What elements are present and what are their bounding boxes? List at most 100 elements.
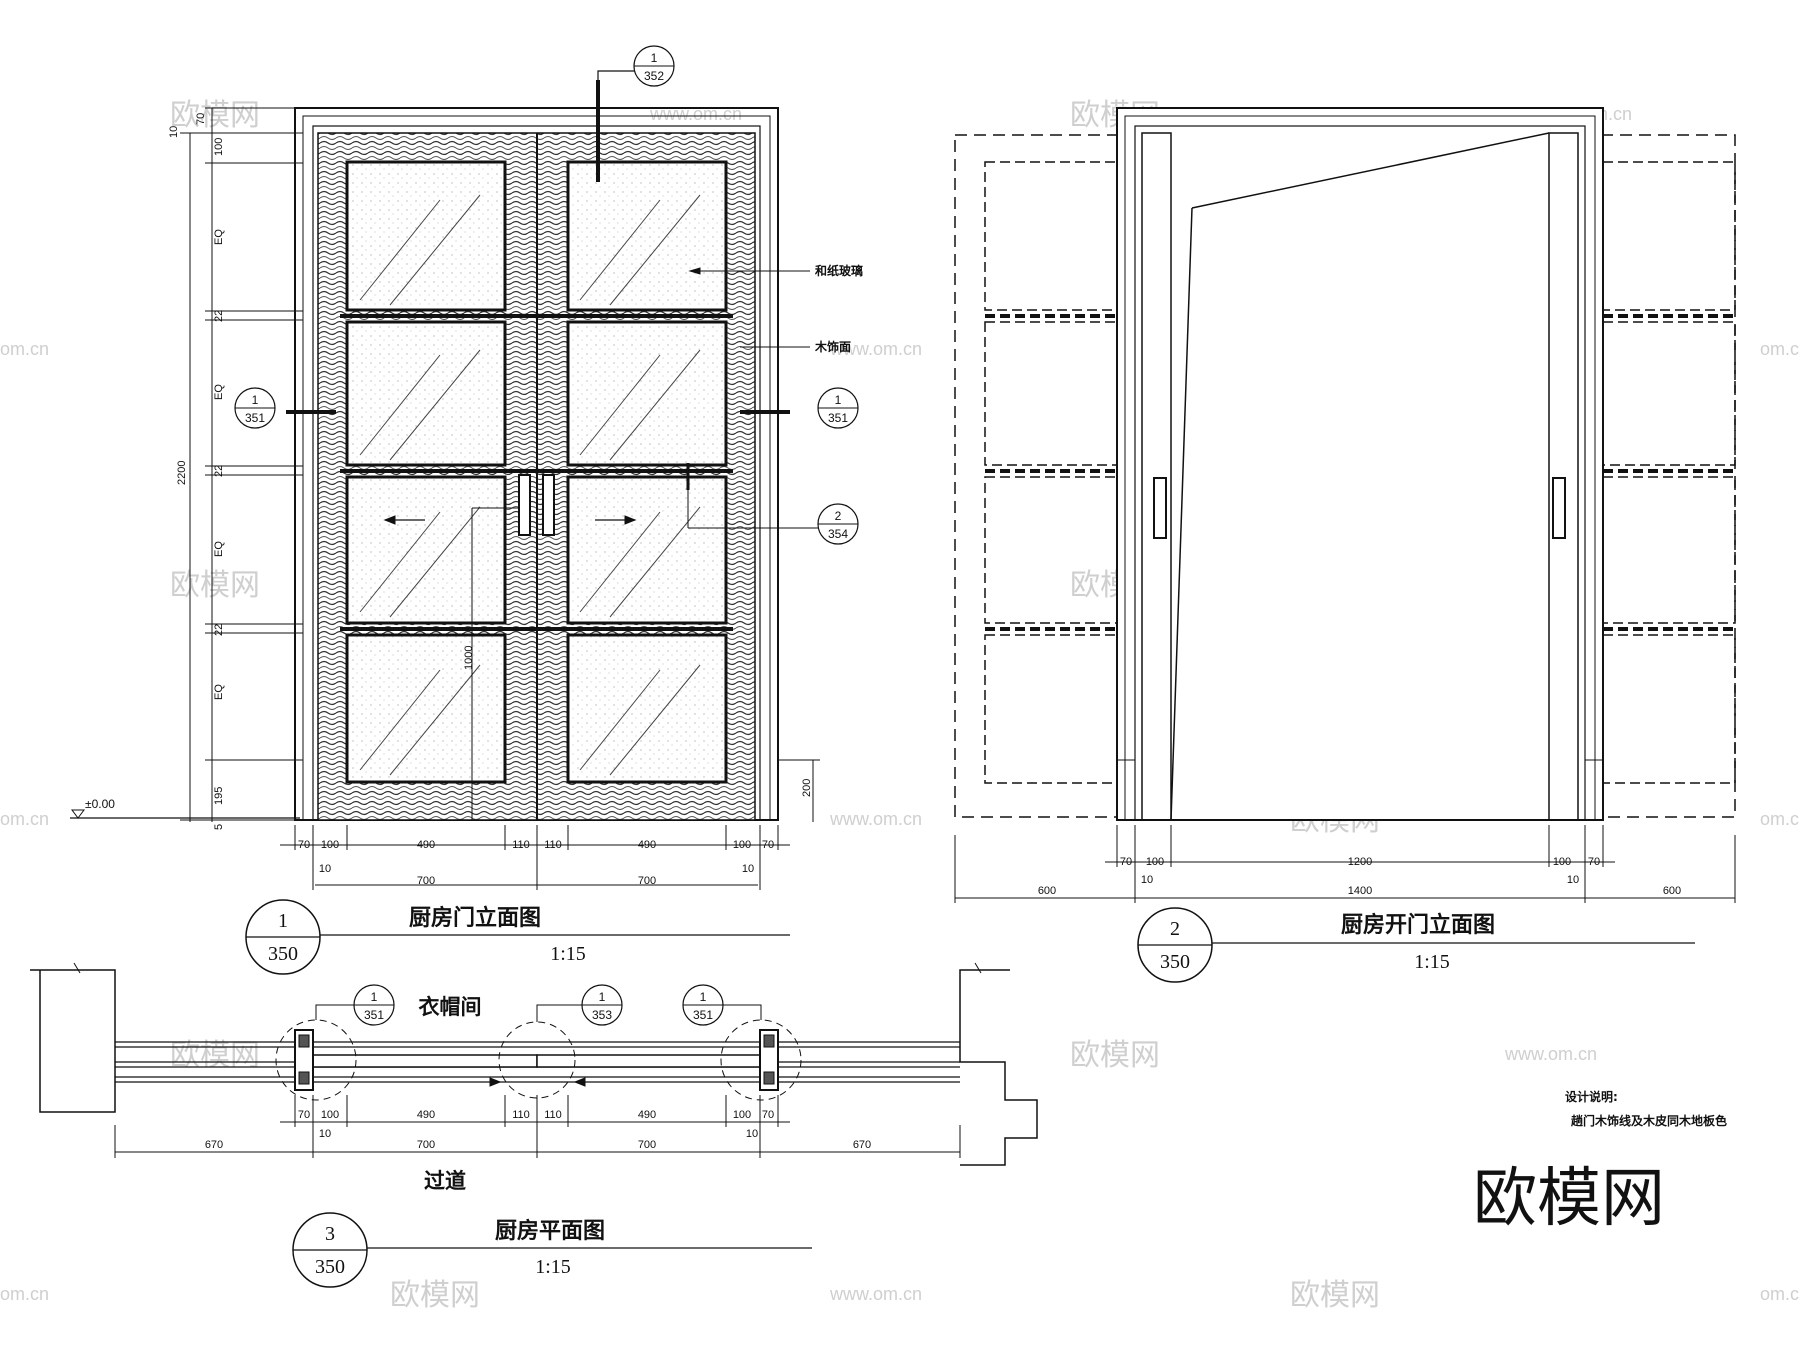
door-handle (1552, 477, 1566, 539)
drawing-tag-sheet: 350 (315, 1256, 345, 1278)
drawing-1-door-elevation (70, 45, 859, 975)
dim-text: EQ (213, 384, 225, 400)
dim-text: 490 (417, 839, 435, 851)
room-label: 衣帽间 (419, 995, 482, 1019)
dim-text: 490 (417, 1109, 435, 1121)
dim-text: EQ (213, 541, 225, 557)
callout-number: 1 (835, 393, 842, 407)
dim-text: 490 (638, 839, 656, 851)
dim-text: 1400 (1348, 885, 1372, 897)
dim-text: 70 (1120, 856, 1132, 868)
dim-text: 10 (1141, 874, 1153, 886)
dim-text: 10 (1567, 874, 1579, 886)
dim-text: 10 (742, 863, 754, 875)
callout-number: 1 (252, 393, 259, 407)
watermark-url: om.cn (1760, 339, 1800, 359)
callout-number: 1 (700, 990, 707, 1004)
glass-panel (566, 160, 728, 312)
dim-text: 10 (319, 1128, 331, 1140)
dim-text: 600 (1663, 885, 1681, 897)
drawing-tag-number: 2 (1170, 918, 1180, 940)
dim-text: 22 (213, 465, 225, 477)
dim-text: 70 (1588, 856, 1600, 868)
drawing-scale: 1:15 (1414, 951, 1450, 973)
callout-sheet: 354 (828, 527, 848, 541)
watermark-logo: 欧模网 (170, 98, 260, 133)
callout-number: 1 (371, 990, 378, 1004)
dim-text: 195 (213, 787, 225, 805)
glass-panel (566, 320, 728, 467)
drawing-tag-sheet: 350 (1160, 951, 1190, 973)
dim-text: 200 (801, 779, 813, 797)
drawing-2-open-door-elevation (954, 107, 1736, 983)
level-mark: ±0.00 (85, 797, 115, 811)
dim-text: 110 (512, 1109, 530, 1121)
label-glass: 和纸玻璃 (814, 263, 863, 278)
glass-panel (345, 320, 507, 467)
dim-text: 70 (762, 839, 774, 851)
watermark-logo: 欧模网 (390, 1278, 480, 1313)
dim-text: 100 (321, 1109, 339, 1121)
drawing-scale: 1:15 (550, 943, 586, 965)
drawing-scale: 1:15 (535, 1256, 571, 1278)
dim-text: 100 (733, 1109, 751, 1121)
dim-text: 100 (1553, 856, 1571, 868)
dim-text: 100 (213, 138, 225, 156)
drawing-title: 厨房平面图 (495, 1218, 605, 1244)
dim-text: 110 (544, 839, 562, 851)
callout-sheet: 352 (644, 69, 664, 83)
watermark-url: www.om.cn (829, 339, 922, 359)
dim-text: EQ (213, 684, 225, 700)
dim-text: 22 (213, 310, 225, 322)
dim-text: 490 (638, 1109, 656, 1121)
design-notes: 设计说明: 趟门木饰线及木皮同木地板色 (1565, 1089, 1727, 1128)
dim-text: 600 (1038, 885, 1056, 897)
glass-panel (345, 633, 507, 784)
dim-text: 10 (319, 863, 331, 875)
dim-text: 22 (213, 624, 225, 636)
dim-text: 70 (298, 1109, 310, 1121)
dim-text: 700 (417, 875, 435, 887)
dim-text: 70 (195, 113, 207, 125)
door-handle (518, 474, 531, 536)
dim-text: 110 (544, 1109, 562, 1121)
dim-text: 100 (1146, 856, 1164, 868)
notes-heading: 设计说明: (1565, 1089, 1618, 1104)
dim-text: EQ (213, 229, 225, 245)
dim-text: 670 (205, 1139, 223, 1151)
dim-text: 70 (298, 839, 310, 851)
drawing-tag-number: 3 (325, 1223, 335, 1245)
dim-text: 5 (213, 824, 225, 830)
drawing-tag-sheet: 350 (268, 943, 298, 965)
callout-number: 2 (835, 509, 842, 523)
callout-sheet: 351 (828, 411, 848, 425)
label-wood: 木饰面 (814, 339, 851, 354)
watermark-url: om.cn (1760, 809, 1800, 829)
door-handle (1153, 477, 1167, 539)
glass-panel (345, 475, 507, 625)
dim-text: 10 (746, 1128, 758, 1140)
watermark-logo: 欧模网 (1290, 1278, 1380, 1313)
dim-text: 2200 (176, 461, 188, 485)
drawing-3-plan (30, 962, 1038, 1288)
callout-sheet: 351 (693, 1008, 713, 1022)
dim-text: 700 (638, 1139, 656, 1151)
glass-panel (566, 633, 728, 784)
dim-text: 670 (853, 1139, 871, 1151)
callout-sheet: 351 (245, 411, 265, 425)
drawing-tag-number: 1 (278, 910, 288, 932)
drawing-title: 厨房开门立面图 (1341, 912, 1495, 938)
dim-text: 100 (733, 839, 751, 851)
dim-text: 700 (638, 875, 656, 887)
glass-panel (566, 475, 728, 625)
watermark-logo: 欧模网 (1070, 1038, 1160, 1073)
watermark-logo: 欧模网 (170, 1038, 260, 1073)
watermark-url: om.cn (0, 339, 49, 359)
dim-text: 700 (417, 1139, 435, 1151)
watermark-url: om.cn (0, 809, 49, 829)
dim-text: 1200 (1348, 856, 1372, 868)
dim-text: 70 (762, 1109, 774, 1121)
notes-line: 趟门木饰线及木皮同木地板色 (1570, 1113, 1727, 1128)
watermark-url: www.om.cn (1504, 1044, 1597, 1064)
watermark-url: www.om.cn (829, 809, 922, 829)
